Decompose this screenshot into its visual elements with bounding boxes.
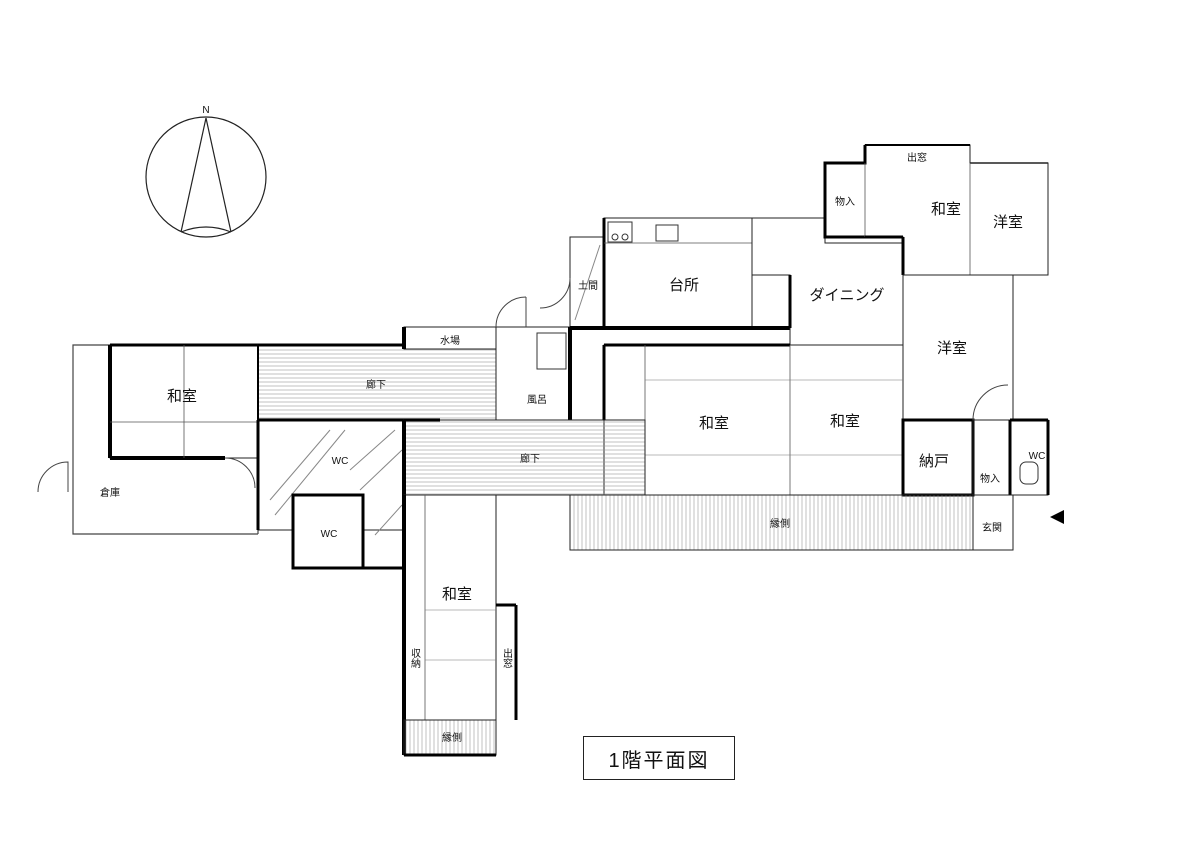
label-wc-diag: WC [332,456,349,467]
upper-corridor [257,326,497,421]
plan-title: 1階平面図 [583,736,735,780]
kitchen [570,217,790,330]
ne-block [823,144,1049,276]
label-shuno: 収納 [409,648,421,669]
south-engawa [404,494,974,551]
label-rouka-upper: 廊下 [366,378,386,391]
label-wc-box: WC [321,529,338,540]
toilet-icon [1019,461,1039,485]
label-wc-e: WC [1029,451,1046,462]
label-daidokoro: 台所 [669,277,699,294]
sink-icon [655,224,679,242]
stove-icon [607,221,633,243]
compass-north-label: N [202,105,209,116]
label-demado-s: 出窓 [501,647,513,668]
storage-door-icon [37,461,69,493]
label-washitsu-s: 和室 [442,586,472,603]
label-washitsu-ne: 和室 [931,201,961,218]
storage-room [72,344,259,535]
label-washitsu-c2: 和室 [830,413,860,430]
label-washitsu-c1: 和室 [699,415,729,432]
label-doma: 土間 [578,279,598,292]
label-soko: 倉庫 [100,486,120,499]
compass-icon: N [145,105,267,238]
wc-box [291,493,404,570]
label-demado-ne: 出窓 [907,151,927,164]
entrance-arrow-icon [1050,510,1064,524]
bottom-engawa [403,719,497,757]
label-west-washitsu: 和室 [167,388,197,405]
label-engawa-bottom: 縁側 [442,731,462,744]
label-nando: 納戸 [919,453,949,470]
label-yoshitsu-e: 洋室 [937,340,967,357]
label-mononire-ne: 物入 [835,195,855,208]
label-dining: ダイニング [809,287,884,304]
label-genkan: 玄関 [982,521,1002,534]
label-yoshitsu-ne: 洋室 [993,214,1023,231]
middle-corridor [402,418,646,496]
south-washitsu [402,494,518,755]
label-engawa-s: 縁側 [770,517,790,530]
label-mizuba: 水場 [440,334,460,347]
label-rouka-mid: 廊下 [520,452,540,465]
label-mononire-e: 物入 [980,472,1000,485]
label-furo: 風呂 [527,394,547,406]
west-washitsu [108,343,259,489]
